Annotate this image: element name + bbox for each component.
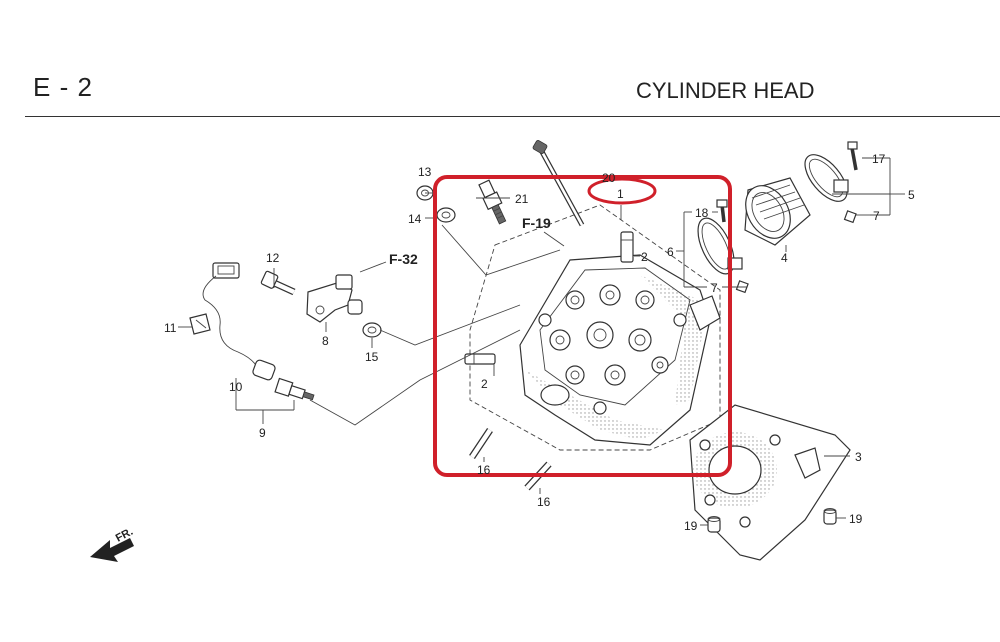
sensor-wire [202, 275, 259, 369]
stud-left[interactable] [469, 428, 493, 459]
valve-guide-lower[interactable] [464, 353, 496, 365]
callout-10[interactable]: 10 [229, 380, 243, 394]
insulator-screw[interactable] [716, 199, 728, 223]
sensor-bolt[interactable] [260, 270, 296, 296]
wire-clip[interactable] [189, 313, 211, 335]
dowel-pin-right[interactable] [823, 508, 837, 525]
callout-7-upper[interactable]: 7 [873, 209, 880, 223]
hose-clamp-upper[interactable] [797, 148, 854, 209]
ref-f19[interactable]: F-19 [522, 215, 551, 231]
ref-f32[interactable]: F-32 [389, 251, 418, 267]
callout-17[interactable]: 17 [872, 152, 886, 166]
section-code: E - 2 [33, 72, 93, 102]
hose-clamp-lower[interactable] [691, 213, 743, 279]
head-stud-bolt[interactable] [532, 140, 585, 227]
intake-insulator[interactable] [737, 177, 811, 246]
sensor-grommet[interactable] [252, 359, 276, 381]
callout-1[interactable]: 1 [617, 187, 624, 201]
callout-19-right[interactable]: 19 [849, 512, 863, 526]
callout-14[interactable]: 14 [408, 212, 422, 226]
callout-8[interactable]: 8 [322, 334, 329, 348]
spark-plug[interactable] [477, 179, 509, 225]
plug-tube-seal[interactable] [436, 207, 456, 223]
callout-3[interactable]: 3 [855, 450, 862, 464]
header-rule [25, 116, 1000, 117]
selection-highlight [433, 175, 732, 477]
callout-20[interactable]: 20 [602, 171, 616, 185]
callout-2-lower[interactable]: 2 [481, 377, 488, 391]
callout-21[interactable]: 21 [515, 192, 529, 206]
callout-16-left[interactable]: 16 [477, 463, 491, 477]
callout-5[interactable]: 5 [908, 188, 915, 202]
sensor-connector[interactable] [212, 262, 240, 279]
callout-6[interactable]: 6 [667, 245, 674, 259]
front-direction-arrow: FR. [90, 526, 135, 562]
callout-18[interactable]: 18 [695, 206, 709, 220]
temperature-sensor[interactable] [274, 377, 315, 404]
callout-15[interactable]: 15 [365, 350, 379, 364]
valve-guide-upper[interactable] [620, 231, 634, 263]
cylinder-head-gasket[interactable] [689, 404, 851, 561]
cam-position-sensor[interactable] [306, 274, 363, 323]
clamp-screw[interactable] [847, 141, 858, 171]
clamp-nut-upper[interactable] [843, 210, 857, 224]
callout-11[interactable]: 11 [164, 321, 177, 335]
leader-lines [178, 157, 905, 526]
callout-16-right[interactable]: 16 [537, 495, 551, 509]
callout-4[interactable]: 4 [781, 251, 788, 265]
callout-2-upper[interactable]: 2 [641, 250, 648, 264]
section-title: CYLINDER HEAD [636, 78, 815, 103]
callout-13[interactable]: 13 [418, 165, 432, 179]
callout-19-left[interactable]: 19 [684, 519, 698, 533]
callout-9[interactable]: 9 [259, 426, 266, 440]
dowel-pin-left[interactable] [707, 516, 721, 533]
callout-12[interactable]: 12 [266, 251, 280, 265]
sensor-o-ring[interactable] [362, 322, 382, 338]
cylinder-head[interactable] [469, 204, 721, 451]
callout-7-lower[interactable]: 7 [711, 281, 718, 295]
